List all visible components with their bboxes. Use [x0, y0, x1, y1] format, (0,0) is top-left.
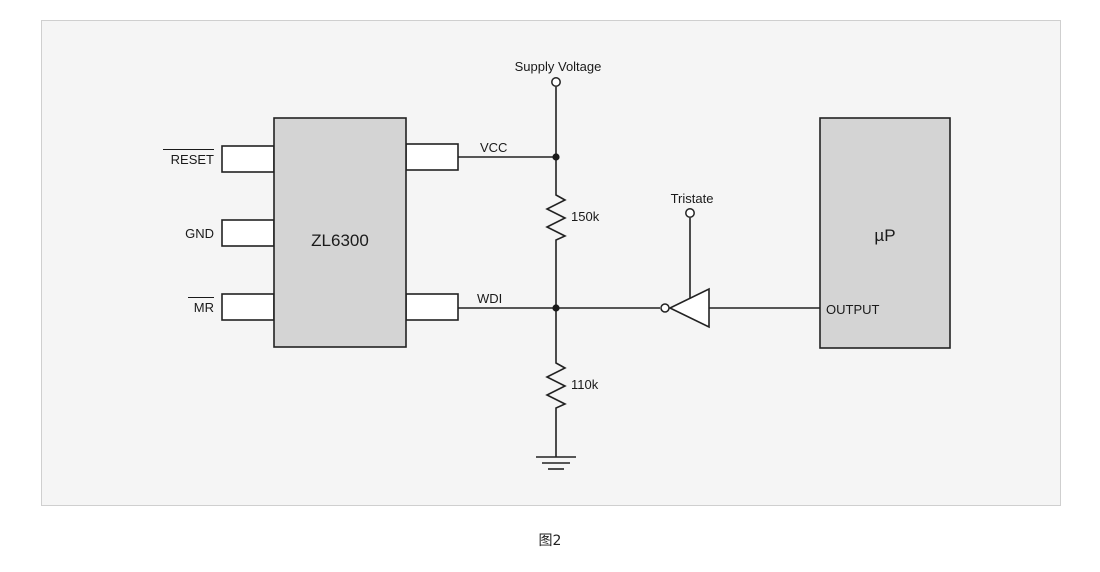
pin-vcc [405, 143, 459, 171]
chip-name: ZL6300 [311, 231, 369, 250]
pin-label-mr: MR [194, 300, 214, 315]
microprocessor-name: µP [874, 226, 895, 245]
zl6300-chip: ZL6300 [221, 117, 459, 348]
net-label-wdi: WDI [477, 291, 502, 306]
pin-label-gnd: GND [185, 226, 214, 241]
resistor-110k [545, 358, 567, 410]
tristate-buffer [668, 287, 710, 329]
resistor-top-label: 150k [571, 209, 600, 224]
pin-mr [221, 293, 275, 321]
resistor-150k [545, 190, 567, 243]
supply-terminal [551, 77, 561, 87]
net-label-vcc: VCC [480, 140, 507, 155]
resistor-bottom-label: 110k [571, 377, 599, 392]
wires [458, 87, 820, 457]
buffer-inversion-bubble [660, 303, 670, 313]
junction-wdi [552, 304, 560, 312]
microprocessor-block [819, 117, 951, 349]
pin-reset [221, 145, 275, 173]
pin-label-reset: RESET [171, 152, 214, 167]
figure-caption: 图2 [538, 533, 562, 549]
tristate-label: Tristate [671, 191, 714, 206]
junction-vcc [552, 153, 560, 161]
chip-body [273, 117, 407, 348]
ground-icon [536, 456, 576, 470]
tristate-terminal [685, 208, 695, 218]
pin-wdi [405, 293, 459, 321]
supply-label: Supply Voltage [515, 59, 602, 74]
pin-gnd [221, 219, 275, 247]
microprocessor-output-label: OUTPUT [826, 302, 880, 317]
